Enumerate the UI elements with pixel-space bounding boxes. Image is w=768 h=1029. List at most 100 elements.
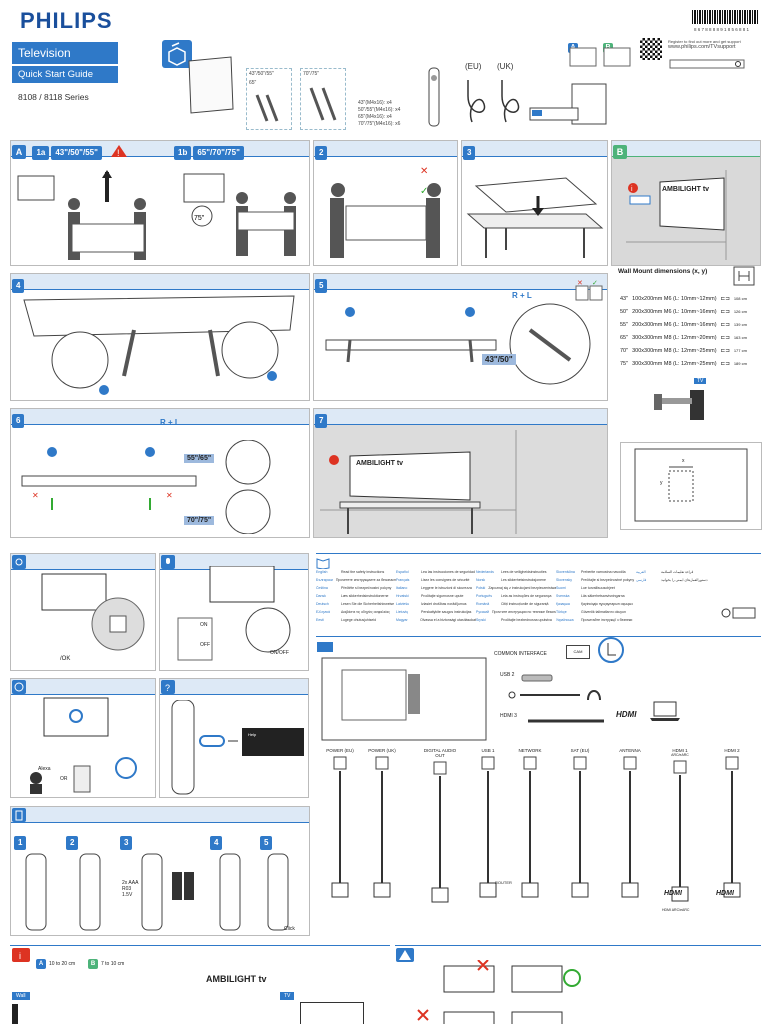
barcode-number: 8 6 7 8 8 8 8 9 1 8 5 6 8 8 1 [694, 27, 750, 32]
battery-step-badge: 3 [120, 836, 133, 850]
step-4-badge: 4 [12, 279, 25, 293]
documents-illustration [528, 82, 610, 128]
remote-help-illustration [166, 699, 306, 801]
port-cable [331, 756, 349, 898]
port-cable [521, 756, 539, 898]
language-instruction: Прочтите инструкции по технике безопасно… [492, 610, 556, 614]
philips-logo: PHILIPS [20, 8, 113, 33]
stand-a-size-65: 65" [249, 80, 257, 86]
port-label: HDMI 2 [724, 748, 740, 753]
screw-row: 50"/55"(M4x16): x4 [358, 107, 401, 113]
language-name: Română [476, 602, 490, 606]
step-3-badge: 3 [463, 146, 476, 160]
port-label: POWER (EU) [326, 748, 354, 753]
language-name: Norsk [476, 578, 486, 582]
language-name: Slovensky [556, 578, 572, 582]
step-6-badge: 6 [12, 414, 25, 428]
port-label: USB 1 [481, 748, 495, 753]
support-url[interactable]: www.philips.com/TVsupport [668, 44, 736, 50]
tv-tag-bottom: TV [280, 992, 295, 1000]
panel-help [159, 678, 309, 798]
device-icon [521, 882, 539, 898]
hdmi-logo-3: HDMI [616, 710, 637, 719]
headphone-connection [500, 688, 610, 707]
stand-feet-icon [255, 94, 279, 122]
section-a-badge: A [12, 145, 26, 159]
port-label: SAT (EU) [570, 748, 590, 753]
port-label: DIGITAL AUDIO OUT [423, 748, 457, 758]
vesa-x-label: x [682, 458, 685, 464]
port-label: ANTENNA [619, 748, 641, 753]
port-sublabel: ARC/eARC [671, 753, 689, 757]
or-label: OR [60, 776, 68, 782]
language-instruction: Prečítajte si bezpečnostné pokyny [581, 578, 635, 582]
port-socket-icon [523, 756, 537, 770]
row-spec: 200x300mm M6 (L: 10mm~16mm) [632, 321, 717, 328]
language-name: Hrvatski [396, 594, 409, 598]
plug-uk-label: (UK) [497, 62, 514, 71]
panel-step-6 [10, 408, 310, 538]
hdmi3-label: HDMI 3 [500, 713, 517, 719]
step-7-header: 7 [315, 410, 328, 428]
language-name: Türkçe [556, 610, 567, 614]
distance-a-text: 10 to 20 cm [49, 961, 76, 967]
language-name: Қазақша [556, 602, 570, 606]
port-column: ANTENNA [610, 748, 650, 908]
hdmi-cable-3 [526, 712, 606, 730]
row-size: 65" [620, 334, 629, 341]
port-label: HDMI 1 [672, 748, 688, 753]
panel-joystick [10, 553, 156, 671]
language-name: Português [476, 594, 492, 598]
step-1b-badge: 1b [174, 146, 192, 160]
language-instruction: Zapoznaj się z instrukcjami bezpieczeńst… [488, 586, 556, 590]
screw-icon: ⊏⊐ [720, 347, 730, 354]
port-column: USB 1 [468, 748, 508, 908]
alexa-bubble: Alexa [38, 766, 51, 772]
language-instruction: Lue turvallisuusohjeet [581, 586, 615, 590]
microphone-icon [161, 555, 175, 574]
joystick-icon [12, 555, 26, 574]
two-people-holding-tv: ✕✓ [316, 160, 456, 269]
step-7-badge: 7 [315, 414, 328, 428]
language-name: Slovenščina [556, 570, 575, 574]
panel-step-2 [313, 140, 458, 266]
battery-remote-drawings [20, 850, 310, 939]
joystick-illustration [30, 570, 154, 665]
series-label: 8108 / 8118 Series [18, 92, 89, 102]
step-2-header: 2 [315, 142, 328, 160]
support-small-text: Register to find out more and get suppor… [668, 39, 741, 44]
vesa-y-label: y [660, 480, 663, 486]
language-instruction: Izlasiet drošības norādījumus [421, 602, 467, 606]
screw-row: 43"(M4x16): x4 [358, 100, 392, 106]
language-name: Latviešu [396, 602, 410, 606]
port-column: DIGITAL AUDIO OUT [420, 748, 460, 913]
usb2-label: USB 2 [500, 672, 515, 678]
svg-text:75": 75" [194, 215, 205, 222]
step-6-stand-diagram: ✕✕ [16, 439, 306, 539]
language-name: Русский [476, 610, 489, 614]
row-dist: 177 cm [733, 348, 747, 353]
row-size: 50" [620, 308, 629, 315]
info-icon: i [12, 948, 30, 967]
device-icon [373, 882, 391, 898]
port-socket-icon [623, 756, 637, 770]
row-spec: 300x300mm M8 (L: 12mm~25mm) [632, 347, 717, 354]
port-column: POWER (EU) [320, 748, 360, 908]
language-name: Italiano [396, 586, 408, 590]
correct-incorrect-icons: ✕✓ [575, 278, 605, 302]
port-socket-icon [433, 761, 447, 775]
two-people-lifting-tv-large: 75" [176, 162, 306, 267]
connections-block [316, 636, 761, 936]
language-instruction: Lees de veiligheidsinstructies [501, 570, 547, 574]
language-name: Español [396, 570, 409, 574]
